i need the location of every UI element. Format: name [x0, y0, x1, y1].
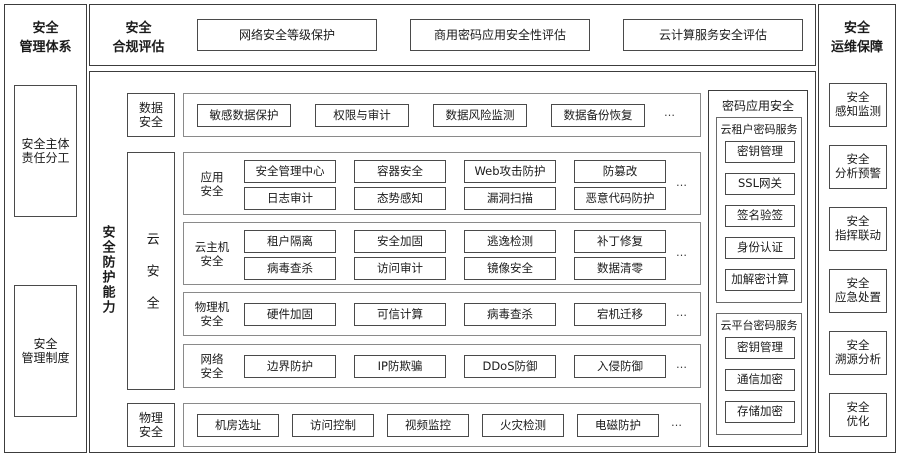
- group-label-physical-security: 物理 安全: [127, 403, 175, 447]
- subrow-label-cloud-host-security: 云主机 安全: [194, 240, 230, 268]
- compliance-title: 安全 合规评估: [112, 20, 165, 55]
- chip-sensitive-data-protection[interactable]: 敏感数据保护: [197, 104, 291, 127]
- protection-capability-title: 安全防护能力: [99, 224, 115, 315]
- crypto-group-tenant-title: 云租户密码服务: [720, 123, 798, 136]
- management-system-column: 安全 管理体系 安全主体 责任分工 安全 管理制度: [4, 4, 87, 453]
- subrow-physical-host-security: 物理机 安全 硬件加固 可信计算 病毒查杀 宕机迁移 …: [183, 292, 701, 336]
- ellipsis-physical-host-security: …: [676, 306, 688, 319]
- subrow-network-security: 网络 安全 边界防护 IP防欺骗 DDoS防御 入侵防御 …: [183, 344, 701, 388]
- subrow-label-application-security: 应用 安全: [200, 170, 224, 198]
- chip-access-control[interactable]: 访问控制: [292, 414, 374, 437]
- group-cloud-security: 应用 安全 安全管理中心 容器安全 Web攻击防护 防篡改 日志审计 态势感知 …: [183, 152, 701, 390]
- chip-datacenter-site-selection[interactable]: 机房选址: [197, 414, 279, 437]
- group-label-data-security: 数据 安全: [127, 93, 175, 137]
- ops-item-optimization[interactable]: 安全 优化: [829, 393, 887, 437]
- crypto-item-platform-key-management[interactable]: 密钥管理: [725, 337, 795, 359]
- chip-access-audit[interactable]: 访问审计: [354, 257, 446, 280]
- chip-hardware-hardening[interactable]: 硬件加固: [244, 303, 336, 326]
- chip-permission-audit[interactable]: 权限与审计: [315, 104, 409, 127]
- ops-item-analysis-warning[interactable]: 安全 分析预警: [829, 145, 887, 189]
- chip-intrusion-defense[interactable]: 入侵防御: [574, 355, 666, 378]
- chip-vulnerability-scanning[interactable]: 漏洞扫描: [464, 187, 556, 210]
- crypto-group-tenant: 云租户密码服务 密钥管理 SSL网关 签名验签 身份认证 加解密计算: [716, 117, 802, 303]
- ellipsis-application-security: …: [676, 176, 688, 189]
- chip-situational-awareness[interactable]: 态势感知: [354, 187, 446, 210]
- chip-tamper-proof[interactable]: 防篡改: [574, 160, 666, 183]
- chip-web-attack-protection[interactable]: Web攻击防护: [464, 160, 556, 183]
- chip-data-risk-monitoring[interactable]: 数据风险监测: [433, 104, 527, 127]
- compliance-assessment-band: 安全 合规评估 网络安全等级保护 商用密码应用安全性评估 云计算服务安全评估: [89, 4, 816, 66]
- chip-security-management-center[interactable]: 安全管理中心: [244, 160, 336, 183]
- ops-item-command-coordination[interactable]: 安全 指挥联动: [829, 207, 887, 251]
- chip-escape-detection[interactable]: 逃逸检测: [464, 230, 556, 253]
- chip-electromagnetic-protection[interactable]: 电磁防护: [577, 414, 659, 437]
- crypto-item-storage-encryption[interactable]: 存储加密: [725, 401, 795, 423]
- ops-item-emergency-response[interactable]: 安全 应急处置: [829, 269, 887, 313]
- management-system-title: 安全 管理体系: [19, 21, 72, 55]
- chip-malicious-code-protection[interactable]: 恶意代码防护: [574, 187, 666, 210]
- ellipsis-physical-security: …: [671, 416, 683, 429]
- crypto-group-platform: 云平台密码服务 密钥管理 通信加密 存储加密: [716, 313, 802, 435]
- center-column: 安全 合规评估 网络安全等级保护 商用密码应用安全性评估 云计算服务安全评估 安…: [89, 4, 816, 453]
- chip-image-security[interactable]: 镜像安全: [464, 257, 556, 280]
- subrow-label-network-security: 网络 安全: [200, 352, 224, 380]
- ops-item-perception-monitoring[interactable]: 安全 感知监测: [829, 83, 887, 127]
- chip-ip-anti-spoofing[interactable]: IP防欺骗: [354, 355, 446, 378]
- chip-virus-removal-physical[interactable]: 病毒查杀: [464, 303, 556, 326]
- operations-assurance-title: 安全 运维保障: [830, 21, 883, 55]
- subrow-label-physical-host-security: 物理机 安全: [194, 300, 230, 328]
- crypto-item-ssl-gateway[interactable]: SSL网关: [725, 173, 795, 195]
- chip-fire-detection[interactable]: 火灾检测: [482, 414, 564, 437]
- chip-patch-repair[interactable]: 补丁修复: [574, 230, 666, 253]
- subrow-application-security: 应用 安全 安全管理中心 容器安全 Web攻击防护 防篡改 日志审计 态势感知 …: [183, 152, 701, 215]
- management-item-policy[interactable]: 安全 管理制度: [14, 285, 77, 417]
- chip-data-backup-recovery[interactable]: 数据备份恢复: [551, 104, 645, 127]
- chip-trusted-computing[interactable]: 可信计算: [354, 303, 446, 326]
- group-data-security: 敏感数据保护 权限与审计 数据风险监测 数据备份恢复 …: [183, 93, 701, 137]
- chip-ddos-defense[interactable]: DDoS防御: [464, 355, 556, 378]
- crypto-item-signature-verification[interactable]: 签名验签: [725, 205, 795, 227]
- compliance-item-cloud-service[interactable]: 云计算服务安全评估: [623, 19, 803, 51]
- group-physical-security: 机房选址 访问控制 视频监控 火灾检测 电磁防护 …: [183, 403, 701, 447]
- chip-security-hardening[interactable]: 安全加固: [354, 230, 446, 253]
- subrow-cloud-host-security: 云主机 安全 租户隔离 安全加固 逃逸检测 补丁修复 病毒查杀 访问审计 镜像安…: [183, 222, 701, 285]
- ellipsis-network-security: …: [676, 358, 688, 371]
- crypto-application-security-column: 密码应用安全 云租户密码服务 密钥管理 SSL网关 签名验签 身份认证 加解密计…: [708, 90, 808, 447]
- chip-downtime-migration[interactable]: 宕机迁移: [574, 303, 666, 326]
- crypto-item-tenant-key-management[interactable]: 密钥管理: [725, 141, 795, 163]
- management-item-responsibility[interactable]: 安全主体 责任分工: [14, 85, 77, 217]
- chip-boundary-protection[interactable]: 边界防护: [244, 355, 336, 378]
- chip-virus-removal-host[interactable]: 病毒查杀: [244, 257, 336, 280]
- compliance-item-commercial-crypto[interactable]: 商用密码应用安全性评估: [410, 19, 590, 51]
- crypto-item-communication-encryption[interactable]: 通信加密: [725, 369, 795, 391]
- crypto-item-identity-authentication[interactable]: 身份认证: [725, 237, 795, 259]
- compliance-item-network-grading[interactable]: 网络安全等级保护: [197, 19, 377, 51]
- protection-capability-band: 安全防护能力 数据 安全 敏感数据保护 权限与审计 数据风险监测 数据备份恢复 …: [89, 71, 816, 453]
- chip-video-surveillance[interactable]: 视频监控: [387, 414, 469, 437]
- ellipsis-cloud-host-security: …: [676, 246, 688, 259]
- chip-tenant-isolation[interactable]: 租户隔离: [244, 230, 336, 253]
- group-label-cloud-security: 云 安 全: [127, 152, 175, 390]
- ops-item-traceability-analysis[interactable]: 安全 溯源分析: [829, 331, 887, 375]
- crypto-item-encryption-decryption[interactable]: 加解密计算: [725, 269, 795, 291]
- crypto-group-platform-title: 云平台密码服务: [720, 319, 798, 332]
- operations-assurance-column: 安全 运维保障 安全 感知监测 安全 分析预警 安全 指挥联动 安全 应急处置 …: [818, 4, 896, 453]
- chip-log-audit[interactable]: 日志审计: [244, 187, 336, 210]
- chip-data-wiping[interactable]: 数据清零: [574, 257, 666, 280]
- ellipsis-data-security: …: [664, 106, 676, 119]
- chip-container-security[interactable]: 容器安全: [354, 160, 446, 183]
- crypto-title: 密码应用安全: [721, 98, 794, 113]
